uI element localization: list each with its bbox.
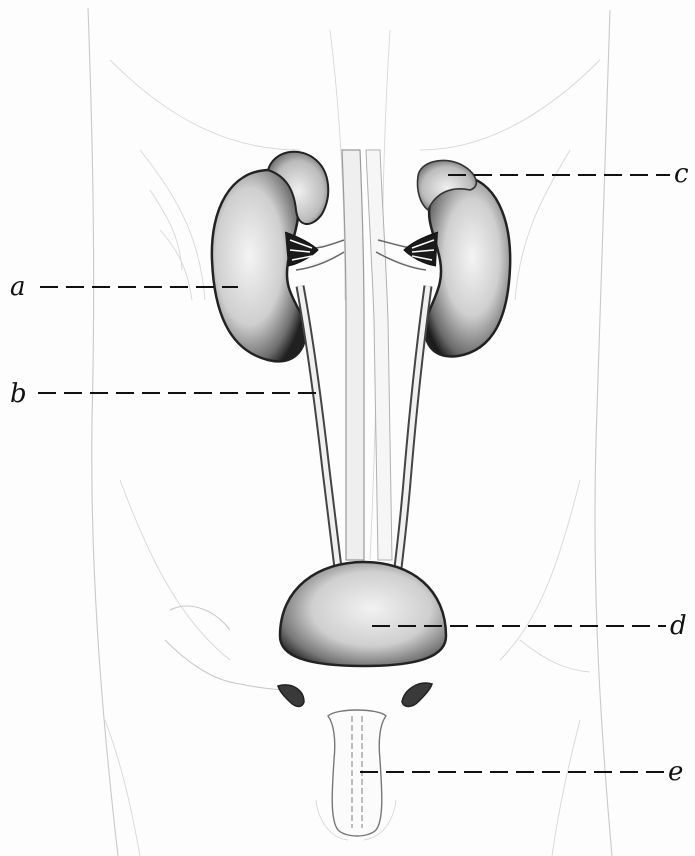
urethra [316, 710, 396, 840]
label-b: b [10, 379, 27, 409]
pelvic-bone-fragments [278, 683, 432, 706]
urinary-bladder [280, 562, 446, 666]
label-c: c [674, 159, 689, 189]
label-e: e [668, 757, 683, 787]
label-d: d [670, 611, 687, 641]
label-a: a [10, 272, 26, 302]
